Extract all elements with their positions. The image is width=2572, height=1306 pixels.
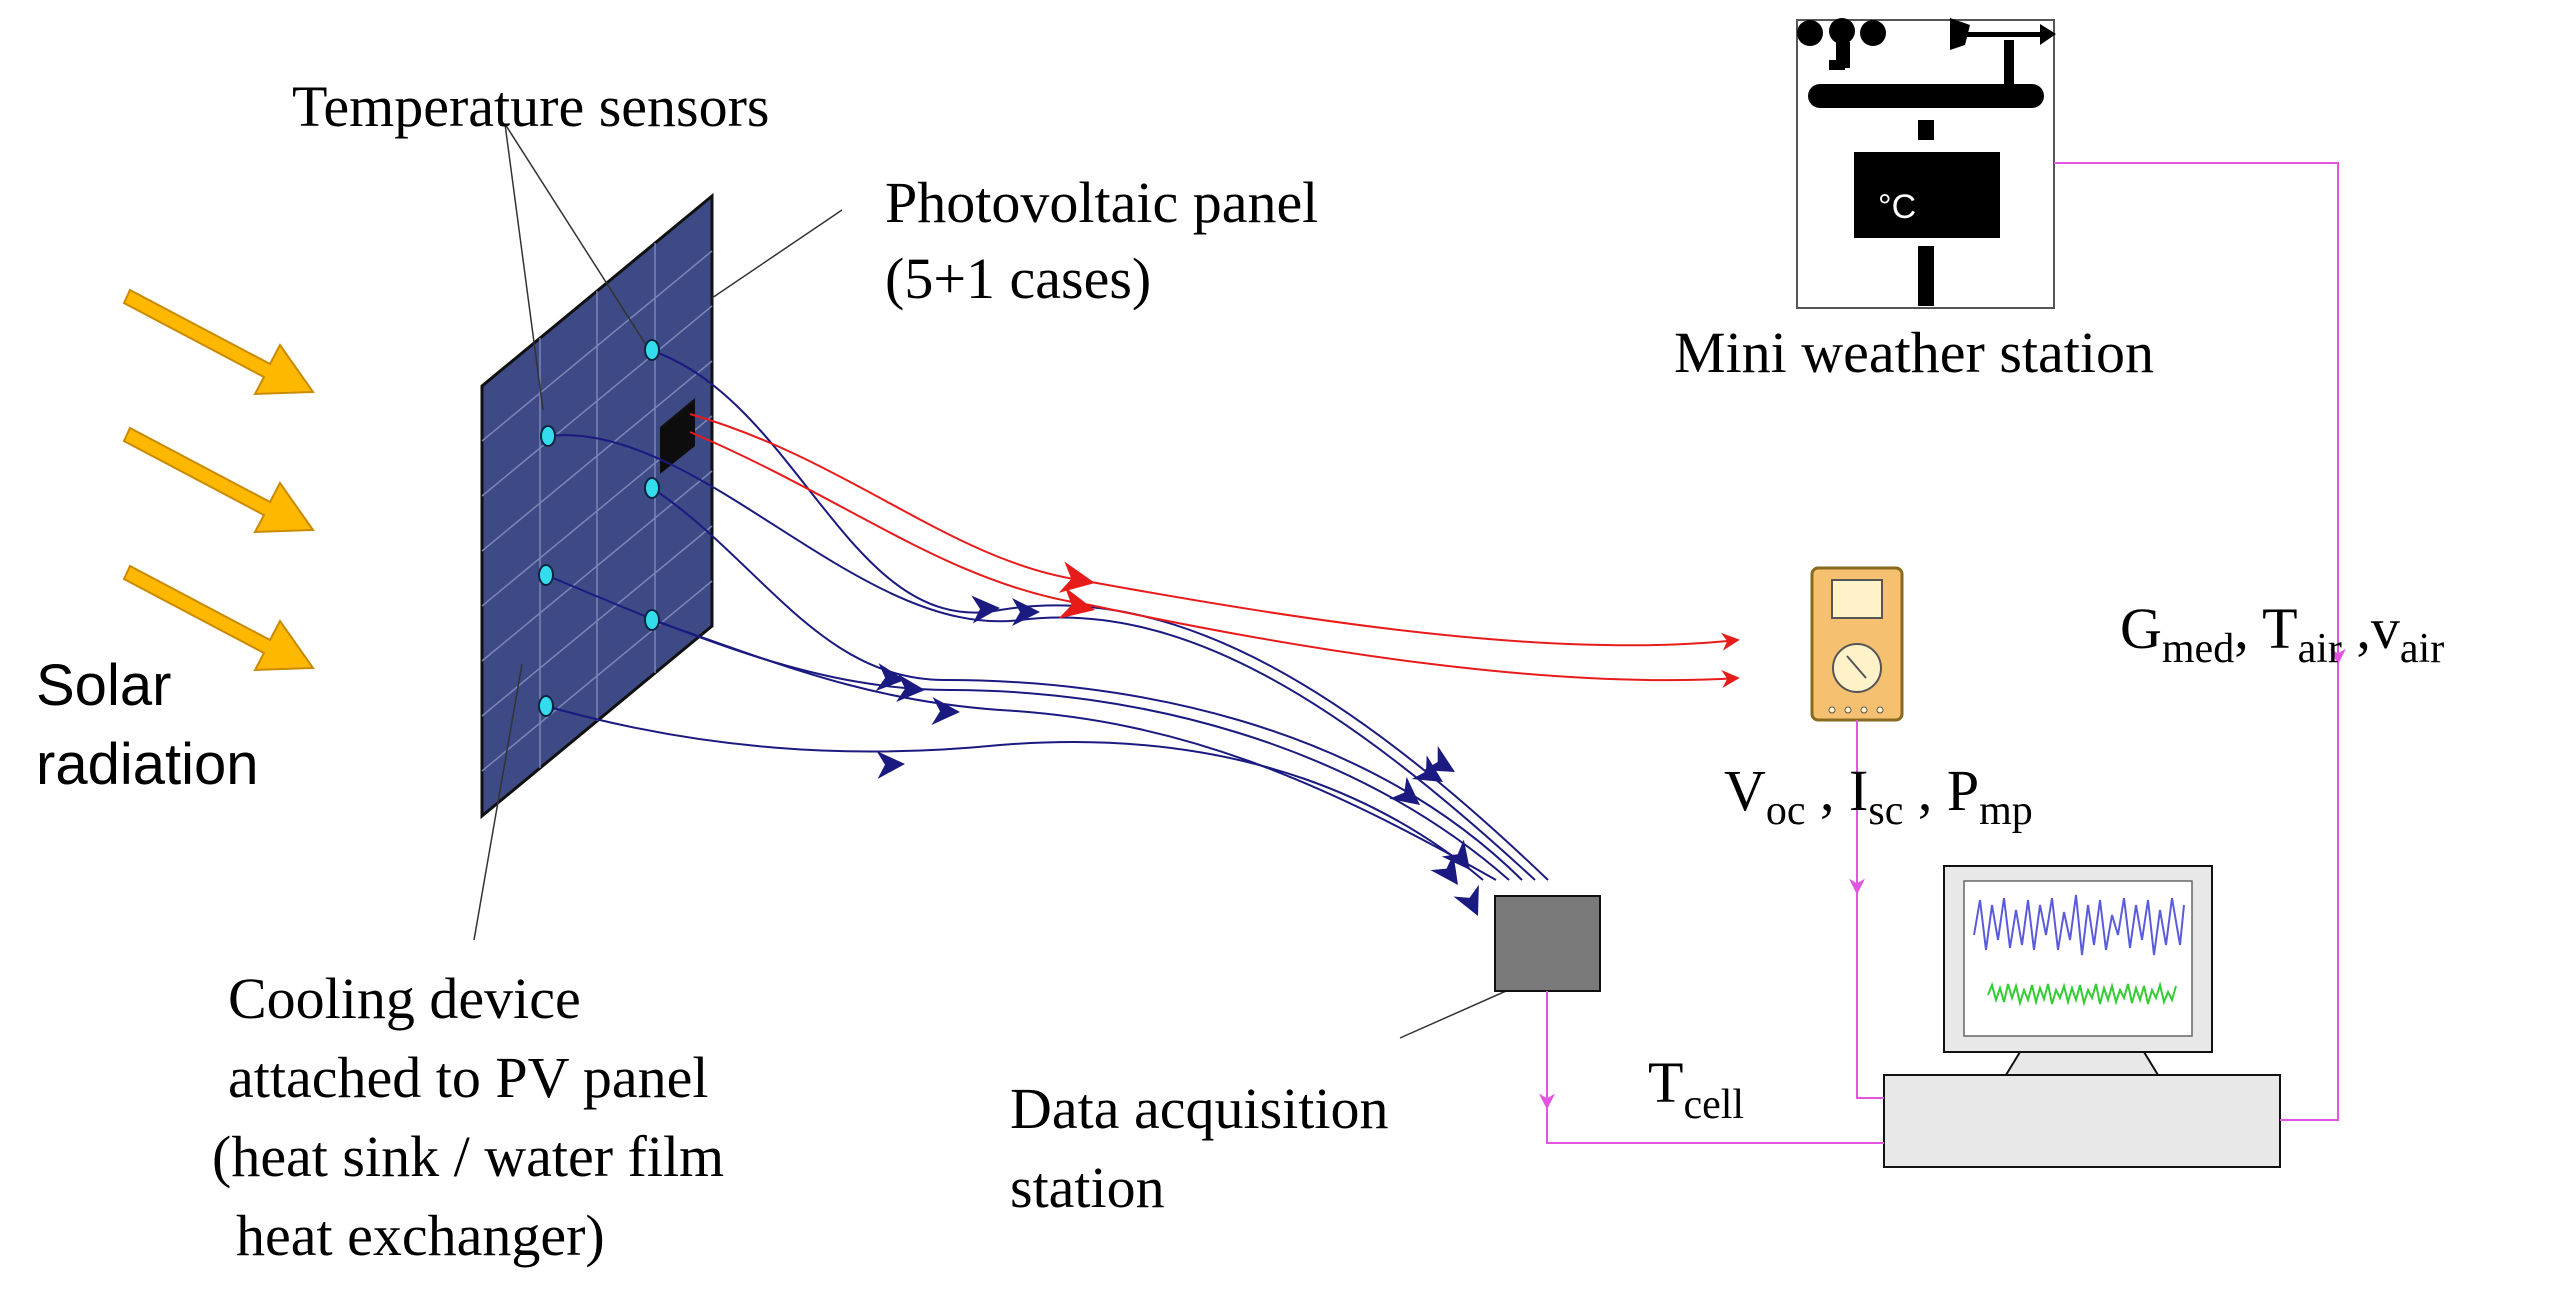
reference-cell-box	[660, 402, 695, 474]
weather-station-label: Mini weather station	[1674, 320, 2154, 385]
daq-label-2: station	[1010, 1155, 1165, 1220]
sensor-wire	[545, 705, 1484, 881]
sensor-icon	[644, 609, 660, 631]
degree-c-label: °C	[1878, 188, 1916, 226]
sensor-wire	[649, 349, 1549, 881]
cooling-device-label-2: attached to PV panel	[228, 1045, 709, 1110]
sensor-icon	[540, 425, 556, 447]
solar-arrow-icon	[122, 288, 315, 396]
weather-station: °C	[1796, 18, 2056, 309]
radiation-label: radiation	[36, 732, 258, 797]
screen-blue-signal	[1973, 894, 2185, 956]
solar-arrows	[122, 288, 315, 672]
multimeter	[1810, 566, 1904, 722]
cooling-device-label: Cooling device	[228, 966, 581, 1031]
temperature-sensors-label: Temperature sensors	[292, 74, 769, 139]
screen-green-signal	[1987, 981, 2177, 1007]
red-mid-arrowheads	[1058, 561, 1095, 619]
cooling-device-label-3: (heat sink / water film	[212, 1124, 724, 1189]
computer	[1883, 865, 2281, 1168]
temperature-sensors	[538, 339, 660, 717]
data-lines	[1539, 162, 2346, 1144]
wire-arrowheads	[875, 595, 1479, 916]
sensor-icon	[644, 477, 660, 499]
pv-panel-label: Photovoltaic panel	[885, 170, 1318, 235]
weather-measurements-label: Gmed, Tair ,vair	[2120, 596, 2444, 672]
reference-cell-wires	[689, 413, 1740, 689]
daq-box	[1494, 895, 1601, 992]
daq-label: Data acquisition	[1010, 1076, 1389, 1141]
cooling-device-label-4: heat exchanger)	[236, 1203, 605, 1268]
sensor-wire	[651, 487, 1523, 881]
sensor-icon	[644, 339, 660, 361]
pv-panel-cases-label: (5+1 cases)	[885, 246, 1151, 311]
solar-arrow-icon	[122, 426, 315, 534]
electrical-measurements-label: Voc , Isc , Pmp	[1724, 758, 2033, 834]
solar-arrow-icon	[122, 564, 315, 672]
sensor-icon	[538, 695, 554, 717]
cell-temperature-label: Tcell	[1648, 1050, 1744, 1128]
sensor-wire	[651, 619, 1497, 881]
sensor-icon	[538, 564, 554, 586]
solar-label: Solar	[36, 653, 171, 718]
